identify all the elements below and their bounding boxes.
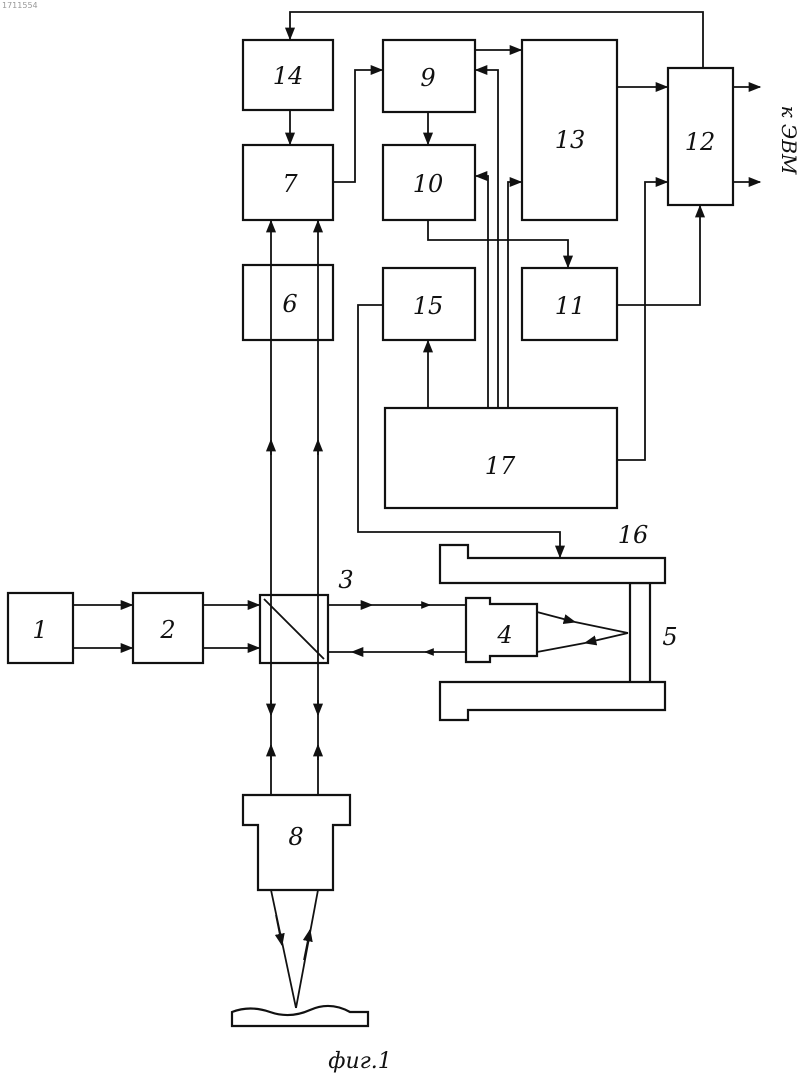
block-1-laser: 1 (8, 593, 73, 663)
block-1-label: 1 (32, 616, 47, 644)
block-6: 6 (243, 265, 333, 340)
block-17-label: 17 (485, 452, 516, 480)
archive-stamp: 1711554 (2, 1, 38, 10)
block-8-label: 8 (288, 823, 303, 851)
block-7-label: 7 (282, 170, 298, 198)
objective-8: 8 (243, 795, 350, 890)
block-10-label: 10 (413, 170, 444, 198)
block-17: 17 (385, 408, 617, 508)
block-11-label: 11 (555, 292, 586, 320)
block-12-label: 12 (685, 128, 716, 156)
block-6-label: 6 (282, 290, 297, 318)
block-15: 15 (383, 268, 475, 340)
beam-splitter-3: 3 (260, 566, 354, 663)
block-15-label: 15 (413, 292, 444, 320)
block-5-label: 5 (662, 623, 677, 651)
block-7: 7 (243, 145, 333, 220)
block-16-label: 16 (618, 521, 649, 549)
block-14: 14 (243, 40, 333, 110)
block-13: 13 (522, 40, 617, 220)
block-12: 12 (668, 68, 733, 205)
mirror-5: 5 (630, 583, 678, 683)
sample-surface (232, 1006, 368, 1026)
block-2-label: 2 (159, 616, 175, 644)
block-2: 2 (133, 593, 203, 663)
block-10: 10 (383, 145, 475, 220)
block-4-label: 4 (496, 621, 512, 649)
block-11: 11 (522, 268, 617, 340)
block-3-label: 3 (338, 566, 353, 594)
block-14-label: 14 (273, 62, 304, 90)
figure-caption: фиг.1 (328, 1049, 392, 1074)
block-9-label: 9 (420, 64, 435, 92)
lens-4: 4 (466, 598, 537, 662)
computer-output-label: к ЭВМ (777, 106, 800, 175)
block-13-label: 13 (555, 126, 586, 154)
block-9: 9 (383, 40, 475, 112)
